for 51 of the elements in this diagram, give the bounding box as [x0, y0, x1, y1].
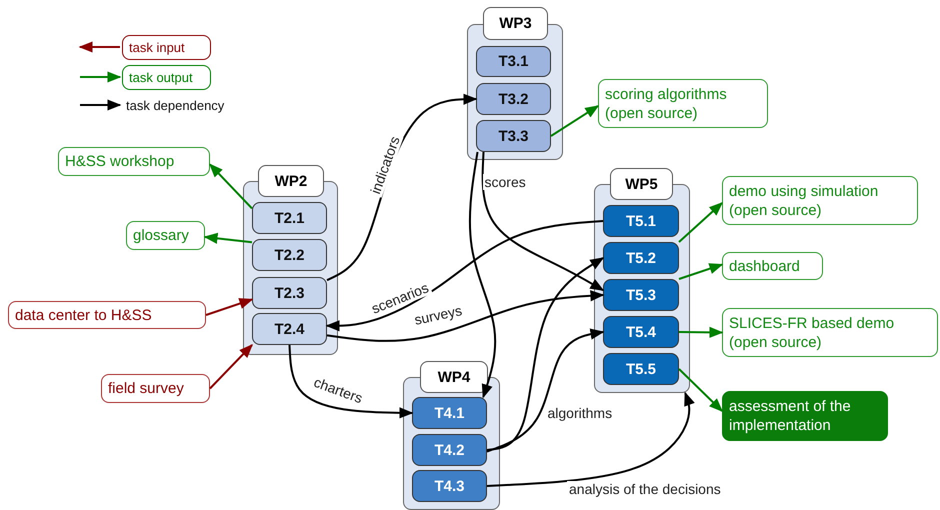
- task-box: T2.2: [252, 239, 327, 271]
- arrow: [678, 263, 724, 280]
- task-box: T4.1: [412, 397, 487, 429]
- task-box: T4.2: [412, 434, 487, 466]
- task-box: T2.4: [252, 313, 327, 345]
- task-box: T3.3: [476, 120, 551, 152]
- output-box: assessment of the implementation: [722, 391, 888, 441]
- edge-label: scores: [482, 174, 528, 190]
- arrow: [550, 105, 600, 137]
- task-box: T3.1: [476, 46, 551, 77]
- arrow: [326, 220, 604, 332]
- task-box: T5.3: [603, 279, 679, 311]
- arrow: [486, 392, 695, 487]
- legend-label: task dependency: [126, 97, 224, 115]
- arrow: [468, 152, 496, 398]
- task-box: T5.2: [603, 242, 679, 274]
- task-box: T2.3: [252, 277, 327, 309]
- task-box: T5.5: [603, 353, 679, 385]
- output-box: dashboard: [722, 252, 823, 280]
- arrow: [486, 257, 604, 451]
- output-box: scoring algorithms (open source): [598, 79, 768, 128]
- legend-label: task output: [122, 65, 211, 90]
- arrow: [209, 163, 253, 210]
- arrow: [486, 328, 604, 453]
- arrow: [288, 344, 414, 418]
- arrow: [204, 232, 252, 244]
- output-box: SLICES-FR based demo (open source): [722, 308, 938, 357]
- arrow: [678, 368, 723, 412]
- work-package-label: WP5: [610, 168, 673, 200]
- input-box: field survey: [101, 374, 210, 403]
- arrow: [326, 290, 604, 342]
- arrow: [206, 298, 254, 316]
- task-box: T5.4: [603, 316, 679, 348]
- work-package-label: WP2: [258, 165, 324, 197]
- arrow: [678, 202, 724, 243]
- edge-label: analysis of the decisions: [567, 481, 723, 497]
- arrow: [482, 152, 604, 292]
- legend-label: task input: [122, 35, 211, 60]
- output-box: H&SS workshop: [58, 147, 210, 176]
- arrow: [678, 326, 724, 338]
- task-box: T4.3: [412, 470, 487, 502]
- output-box: glossary: [126, 221, 205, 250]
- input-box: data center to H&SS: [8, 301, 206, 329]
- edge-label: algorithms: [546, 405, 614, 421]
- output-box: demo using simulation (open source): [722, 176, 918, 225]
- task-box: T5.1: [603, 205, 679, 237]
- work-package-label: WP4: [420, 361, 488, 393]
- task-box: T3.2: [476, 83, 551, 115]
- task-box: T2.1: [252, 202, 327, 234]
- arrow: [209, 344, 253, 390]
- work-package-label: WP3: [483, 7, 548, 40]
